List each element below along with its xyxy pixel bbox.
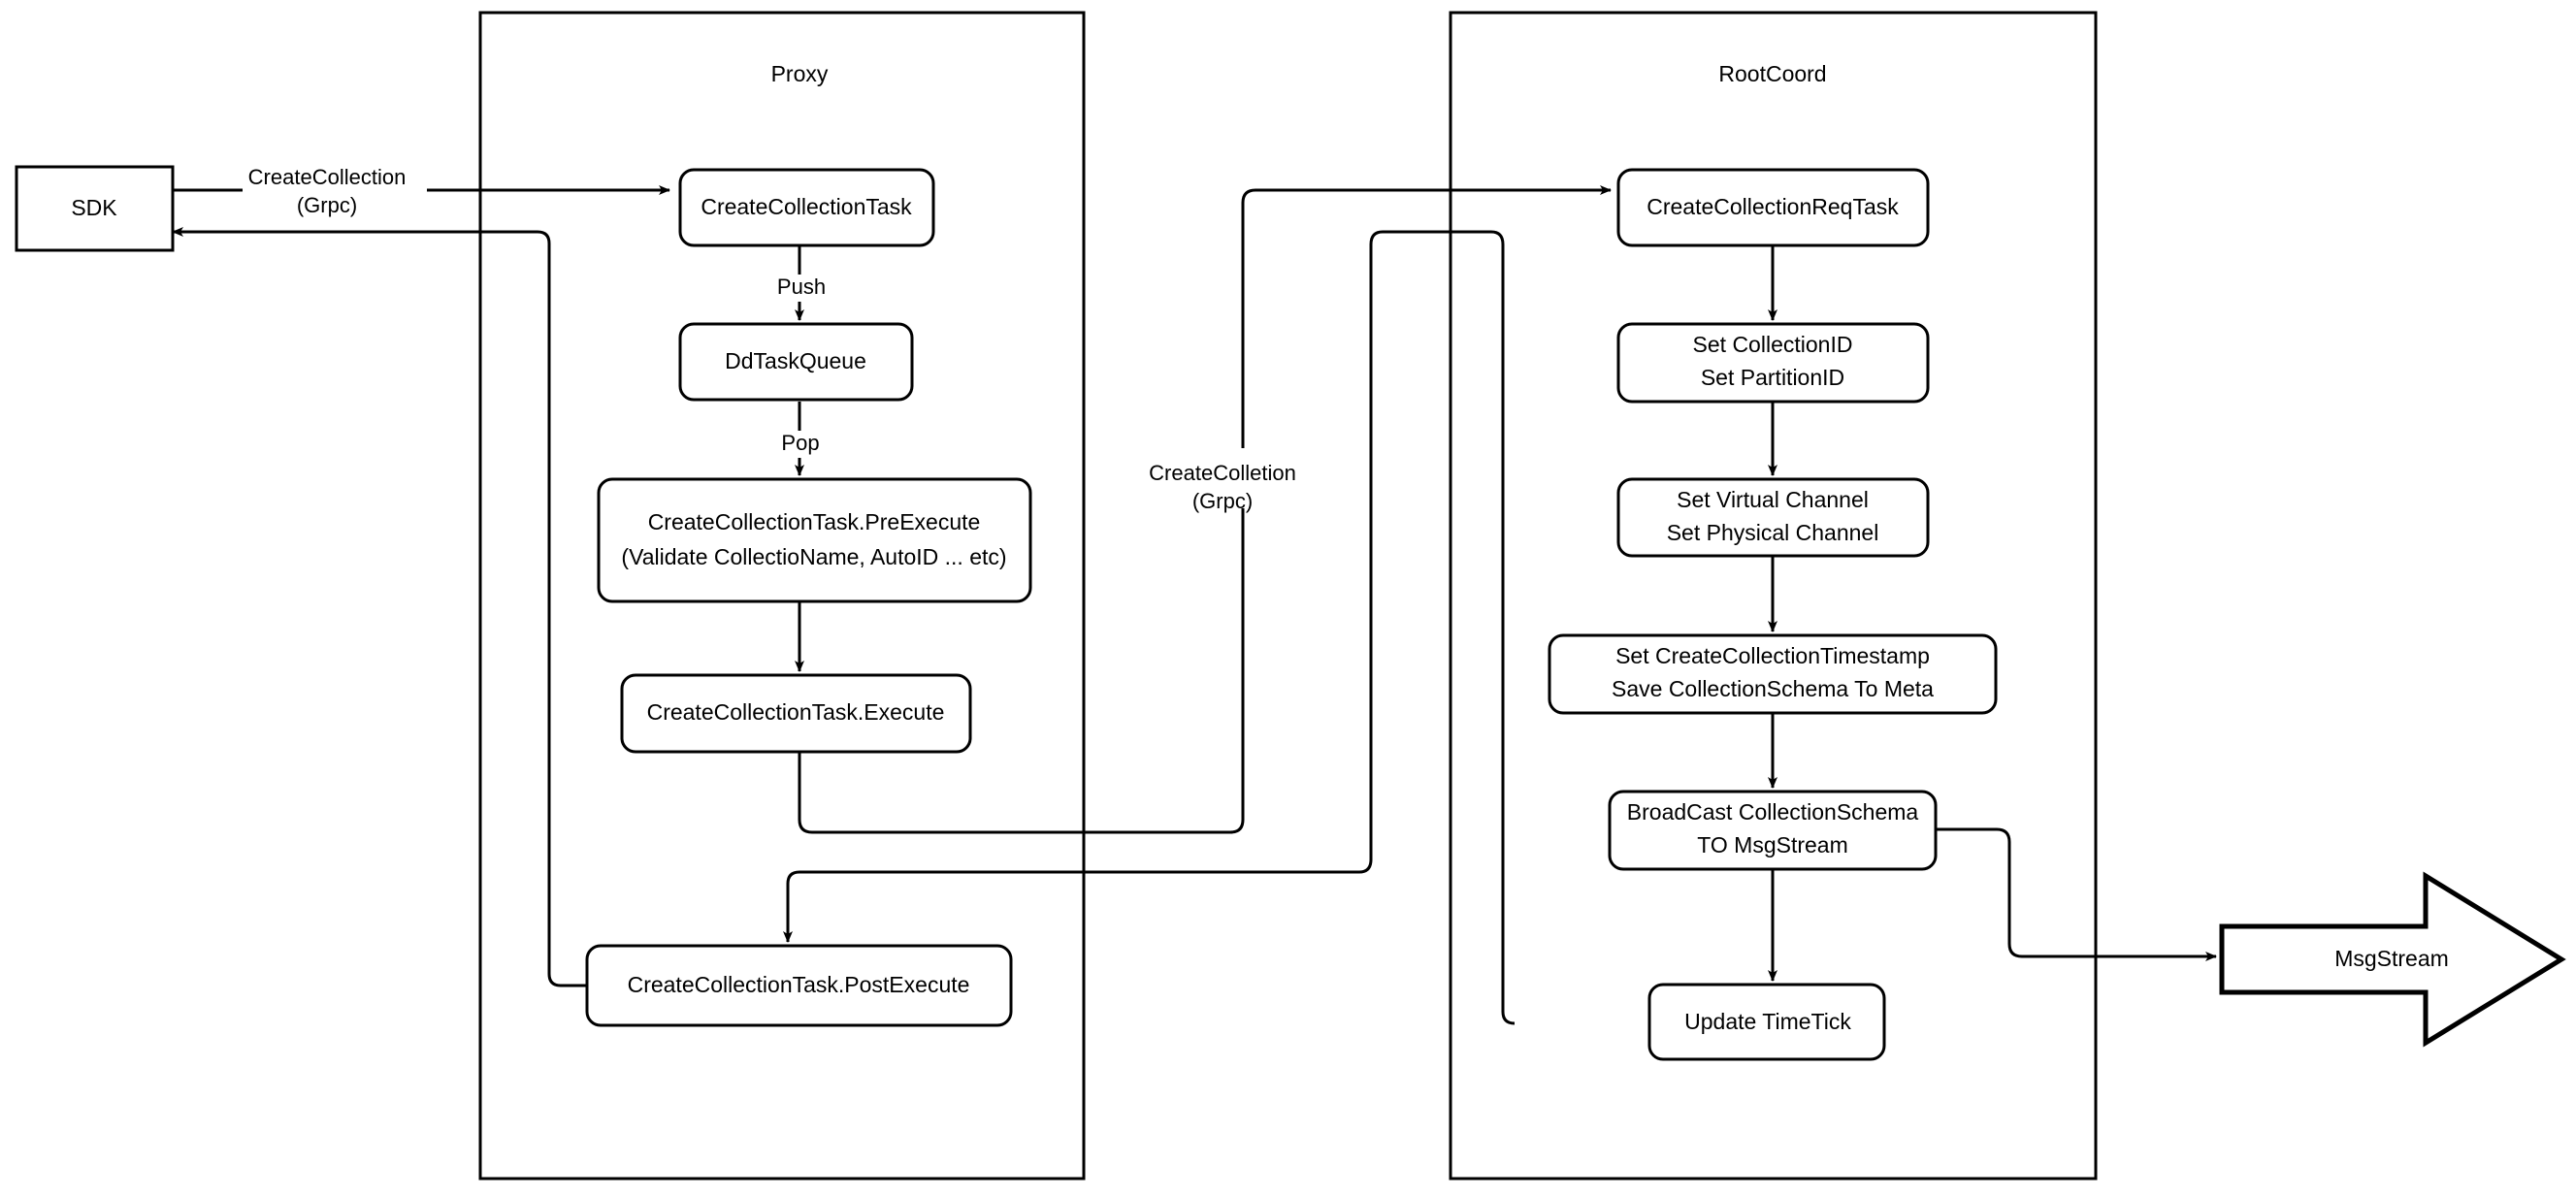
create-collection-req-task-label: CreateCollectionReqTask [1647,194,1899,219]
set-timestamp-label-line2: Save CollectionSchema To Meta [1612,676,1934,701]
edge-label-sdk-line2: (Grpc) [297,193,357,217]
create-collection-task-box[interactable] [678,168,935,247]
msgstream-label: MsgStream [2334,946,2449,971]
node-set-ids[interactable]: Set CollectionID Set PartitionID [1616,322,1930,404]
sdk-box[interactable] [15,165,175,252]
node-sdk[interactable]: SDK [15,165,175,252]
post-execute-label: CreateCollectionTask.PostExecute [628,972,970,997]
create-collection-task-label: CreateCollectionTask [701,194,912,219]
node-set-channels[interactable]: Set Virtual Channel Set Physical Channel [1616,477,1930,558]
node-create-collection-req-task[interactable]: CreateCollectionReqTask [1616,168,1930,247]
pre-execute-label-line2: (Validate CollectioName, AutoID ... etc) [621,544,1006,569]
edge-execute-to-rootcoord [798,185,1612,834]
create-collection-req-task-box[interactable] [1616,168,1930,247]
edge-label-push: Push [766,275,836,302]
edge-rootcoord-to-postexecute [783,230,1516,1025]
edge-label-push-text: Push [777,275,826,299]
dd-task-queue-label: DdTaskQueue [725,348,866,373]
broadcast-box[interactable] [1608,790,1938,871]
post-execute-box[interactable] [585,944,1013,1027]
edge-label-grpc-line2: (Grpc) [1192,489,1253,513]
edge-label-proxy-to-rootcoord: CreateColletion (Grpc) [1143,448,1343,513]
dd-task-queue-box[interactable] [678,322,914,402]
node-create-collection-task[interactable]: CreateCollectionTask [678,168,935,247]
set-timestamp-box[interactable] [1548,633,1998,715]
set-channels-label-line2: Set Physical Channel [1667,520,1879,545]
broadcast-label-line1: BroadCast CollectionSchema [1627,799,1919,825]
edge-label-pop-bg [769,431,831,458]
edge-label-pop-text: Pop [781,431,819,455]
set-ids-label-line2: Set PartitionID [1701,365,1844,390]
edge-label-grpc-bg [1143,448,1343,508]
edge-label-sdk-bg [243,151,427,211]
set-channels-box[interactable] [1616,477,1930,558]
broadcast-label-line2: TO MsgStream [1697,832,1848,857]
node-broadcast[interactable]: BroadCast CollectionSchema TO MsgStream [1608,790,1938,871]
edge-label-sdk-to-proxy: CreateCollection (Grpc) [243,151,427,217]
node-msgstream[interactable]: MsgStream [2219,871,2566,1048]
set-timestamp-label-line1: Set CreateCollectionTimestamp [1615,643,1930,668]
pre-execute-box[interactable] [597,477,1032,603]
pre-execute-label-line1: CreateCollectionTask.PreExecute [648,509,981,534]
edge-label-grpc-line1: CreateColletion [1149,461,1296,485]
execute-label: CreateCollectionTask.Execute [647,699,945,725]
node-post-execute[interactable]: CreateCollectionTask.PostExecute [585,944,1013,1027]
edge-postexecute-to-sdk [172,227,587,987]
update-timetick-label: Update TimeTick [1684,1009,1851,1034]
node-dd-task-queue[interactable]: DdTaskQueue [678,322,914,402]
node-pre-execute[interactable]: CreateCollectionTask.PreExecute (Validat… [597,477,1032,603]
sdk-label: SDK [71,195,117,220]
set-ids-box[interactable] [1616,322,1930,404]
edge-label-pop: Pop [769,431,831,458]
set-ids-label-line1: Set CollectionID [1693,332,1853,357]
edge-label-sdk-line1: CreateCollection [248,165,407,189]
node-update-timetick[interactable]: Update TimeTick [1647,983,1886,1061]
update-timetick-box[interactable] [1647,983,1886,1061]
set-channels-label-line1: Set Virtual Channel [1677,487,1869,512]
proxy-container-title: Proxy [771,61,829,86]
edge-label-push-bg [766,275,836,302]
rootcoord-container-title: RootCoord [1718,61,1826,86]
msgstream-arrow-shape[interactable] [2219,871,2566,1048]
edge-broadcast-to-msgstream [1936,827,2217,961]
node-set-timestamp[interactable]: Set CreateCollectionTimestamp Save Colle… [1548,633,1998,715]
node-execute[interactable]: CreateCollectionTask.Execute [620,673,972,754]
execute-box[interactable] [620,673,972,754]
